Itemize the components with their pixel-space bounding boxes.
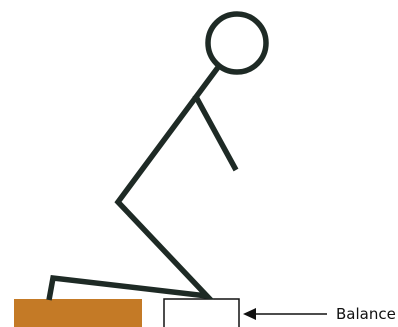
orange-block [14,299,142,327]
arrow-head-icon [243,308,256,320]
body-leg-line [49,66,219,300]
balance-box [164,299,239,327]
stick-figure [49,14,266,300]
balance-label: Balance [336,305,396,323]
balance-callout: Balance [243,305,396,323]
head-circle [208,14,266,72]
arm-line [195,95,236,170]
